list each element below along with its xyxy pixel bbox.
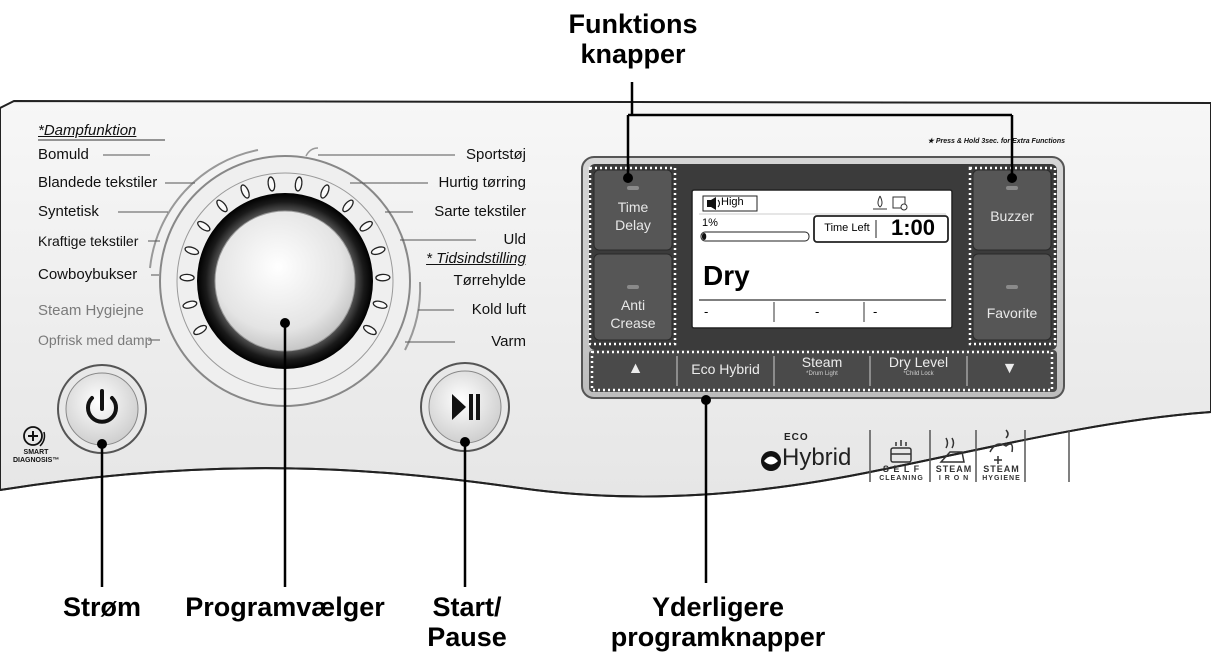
- volume-level: High: [721, 196, 744, 208]
- child-lock-sublabel: *Child Lock: [903, 371, 934, 377]
- filter-icon: [892, 196, 908, 211]
- power-icon: [86, 389, 118, 424]
- dial-marker: [294, 176, 303, 192]
- up-arrow-button[interactable]: ▲: [594, 361, 677, 377]
- steam-function-header: *Dampfunktion: [38, 122, 137, 139]
- progress-percent: 1%: [702, 217, 718, 229]
- display-cell-2: -: [815, 304, 820, 319]
- time-delay-led: [627, 186, 639, 190]
- callout-extra-program-buttons: Yderligere programknapper: [610, 592, 826, 652]
- self-cleaning-top: S E L F: [882, 464, 921, 474]
- program-blandede-tekstiler: Blandede tekstiler: [38, 174, 158, 191]
- program-kraftige-tekstiler: Kraftige tekstiler: [38, 233, 139, 249]
- smart-diagnosis-icon: [23, 426, 46, 447]
- dial-marker: [375, 273, 391, 282]
- dial-marker: [193, 324, 208, 336]
- play-pause-icon: [452, 394, 480, 420]
- program-uld: Uld: [503, 231, 526, 248]
- progress-fill: [702, 233, 707, 240]
- callout-program-selector: Programvælger: [185, 592, 385, 622]
- dial-marker: [362, 324, 377, 336]
- dry-level-button-label: Dry Level: [888, 354, 949, 370]
- display-cell-1: -: [704, 304, 709, 319]
- program-kold-luft: Kold luft: [471, 301, 526, 318]
- eco-small-label: ECO: [784, 432, 809, 443]
- dial-marker: [240, 184, 250, 199]
- buzzer-button[interactable]: Buzzer: [990, 208, 1034, 224]
- cycle-name: Dry: [703, 260, 750, 291]
- steam-iron-icon: [939, 437, 965, 463]
- program-toerrehylde: Tørrehylde: [453, 272, 526, 289]
- dial-marker: [182, 300, 198, 309]
- favorite-led: [1006, 285, 1018, 289]
- power-button[interactable]: [58, 365, 146, 453]
- eco-hybrid-logo-icon: [761, 451, 781, 471]
- steam-button-label: Steam: [801, 354, 843, 370]
- dial-marker: [216, 199, 228, 213]
- smart-diagnosis-line2: DIAGNOSIS™: [13, 457, 60, 464]
- down-arrow-button[interactable]: ▼: [967, 361, 1052, 377]
- steam-iron-bottom: I R O N: [938, 475, 970, 482]
- time-delay-button[interactable]: Time Delay: [615, 199, 651, 233]
- steam-hygiene-icon: [989, 429, 1014, 464]
- dial-marker: [320, 184, 330, 199]
- steam-hygiene-bottom: HYGIENE: [982, 475, 1021, 482]
- program-cowboybukser: Cowboybukser: [38, 266, 138, 283]
- callout-power: Strøm: [62, 592, 141, 622]
- smart-diagnosis-label: SMART DIAGNOSIS™: [13, 449, 59, 465]
- dial-marker: [342, 199, 354, 213]
- program-varm: Varm: [491, 333, 526, 350]
- start-pause-button[interactable]: [421, 363, 509, 451]
- program-bomuld: Bomuld: [38, 146, 89, 163]
- drum-light-sublabel: *Drum Light: [806, 371, 838, 377]
- dial-marker: [370, 246, 386, 256]
- smart-diagnosis-line1: SMART: [23, 449, 49, 456]
- self-cleaning-bottom: CLEANING: [879, 475, 924, 482]
- dial-marker: [359, 220, 373, 232]
- dial-marker: [197, 220, 211, 232]
- anti-crease-led: [627, 285, 639, 289]
- program-selector-dial[interactable]: [197, 193, 373, 369]
- callout-start-pause: Start/ Pause: [427, 592, 507, 652]
- display-cell-3: -: [873, 304, 878, 319]
- program-syntetisk: Syntetisk: [38, 203, 99, 220]
- self-cleaning-icon: [890, 440, 912, 463]
- callout-function-buttons: Funktions knapper: [568, 9, 698, 69]
- program-steam-hygiejne: Steam Hygiejne: [38, 302, 144, 319]
- steam-iron-top: STEAM: [935, 464, 973, 474]
- dial-marker: [267, 176, 276, 192]
- anti-crease-button[interactable]: Anti Crease: [610, 297, 656, 331]
- favorite-button[interactable]: Favorite: [986, 305, 1038, 321]
- water-drop-icon: [873, 195, 887, 210]
- speaker-icon: [707, 197, 720, 210]
- program-sarte-tekstiler: Sarte tekstiler: [434, 203, 526, 220]
- steam-hygiene-top: STEAM: [983, 464, 1020, 474]
- program-hurtig-toerring: Hurtig tørring: [438, 174, 526, 191]
- down-arrow-icon: ▼: [1001, 360, 1018, 377]
- eco-hybrid-wordmark: Hybrid: [782, 444, 852, 471]
- dial-position-markers: [179, 176, 391, 336]
- program-opfrisk-med-damp: Opfrisk med damp: [38, 332, 153, 348]
- up-arrow-icon: ▲: [627, 360, 644, 377]
- dial-marker: [372, 300, 388, 309]
- time-left-value: 1:00: [890, 215, 936, 240]
- program-sportstoej: Sportstøj: [465, 146, 526, 163]
- steam-button[interactable]: Steam *Drum Light: [774, 354, 870, 378]
- buzzer-led: [1006, 186, 1018, 190]
- dial-marker: [184, 246, 200, 256]
- extra-functions-note: ★ Press & Hold 3sec. for Extra Functions: [927, 138, 1065, 145]
- dial-marker: [179, 273, 195, 282]
- time-left-label: Time Left: [824, 222, 870, 234]
- timer-header: * Tidsindstilling: [426, 250, 526, 267]
- dry-level-button[interactable]: Dry Level *Child Lock: [870, 354, 967, 378]
- eco-hybrid-button[interactable]: Eco Hybrid: [691, 361, 760, 377]
